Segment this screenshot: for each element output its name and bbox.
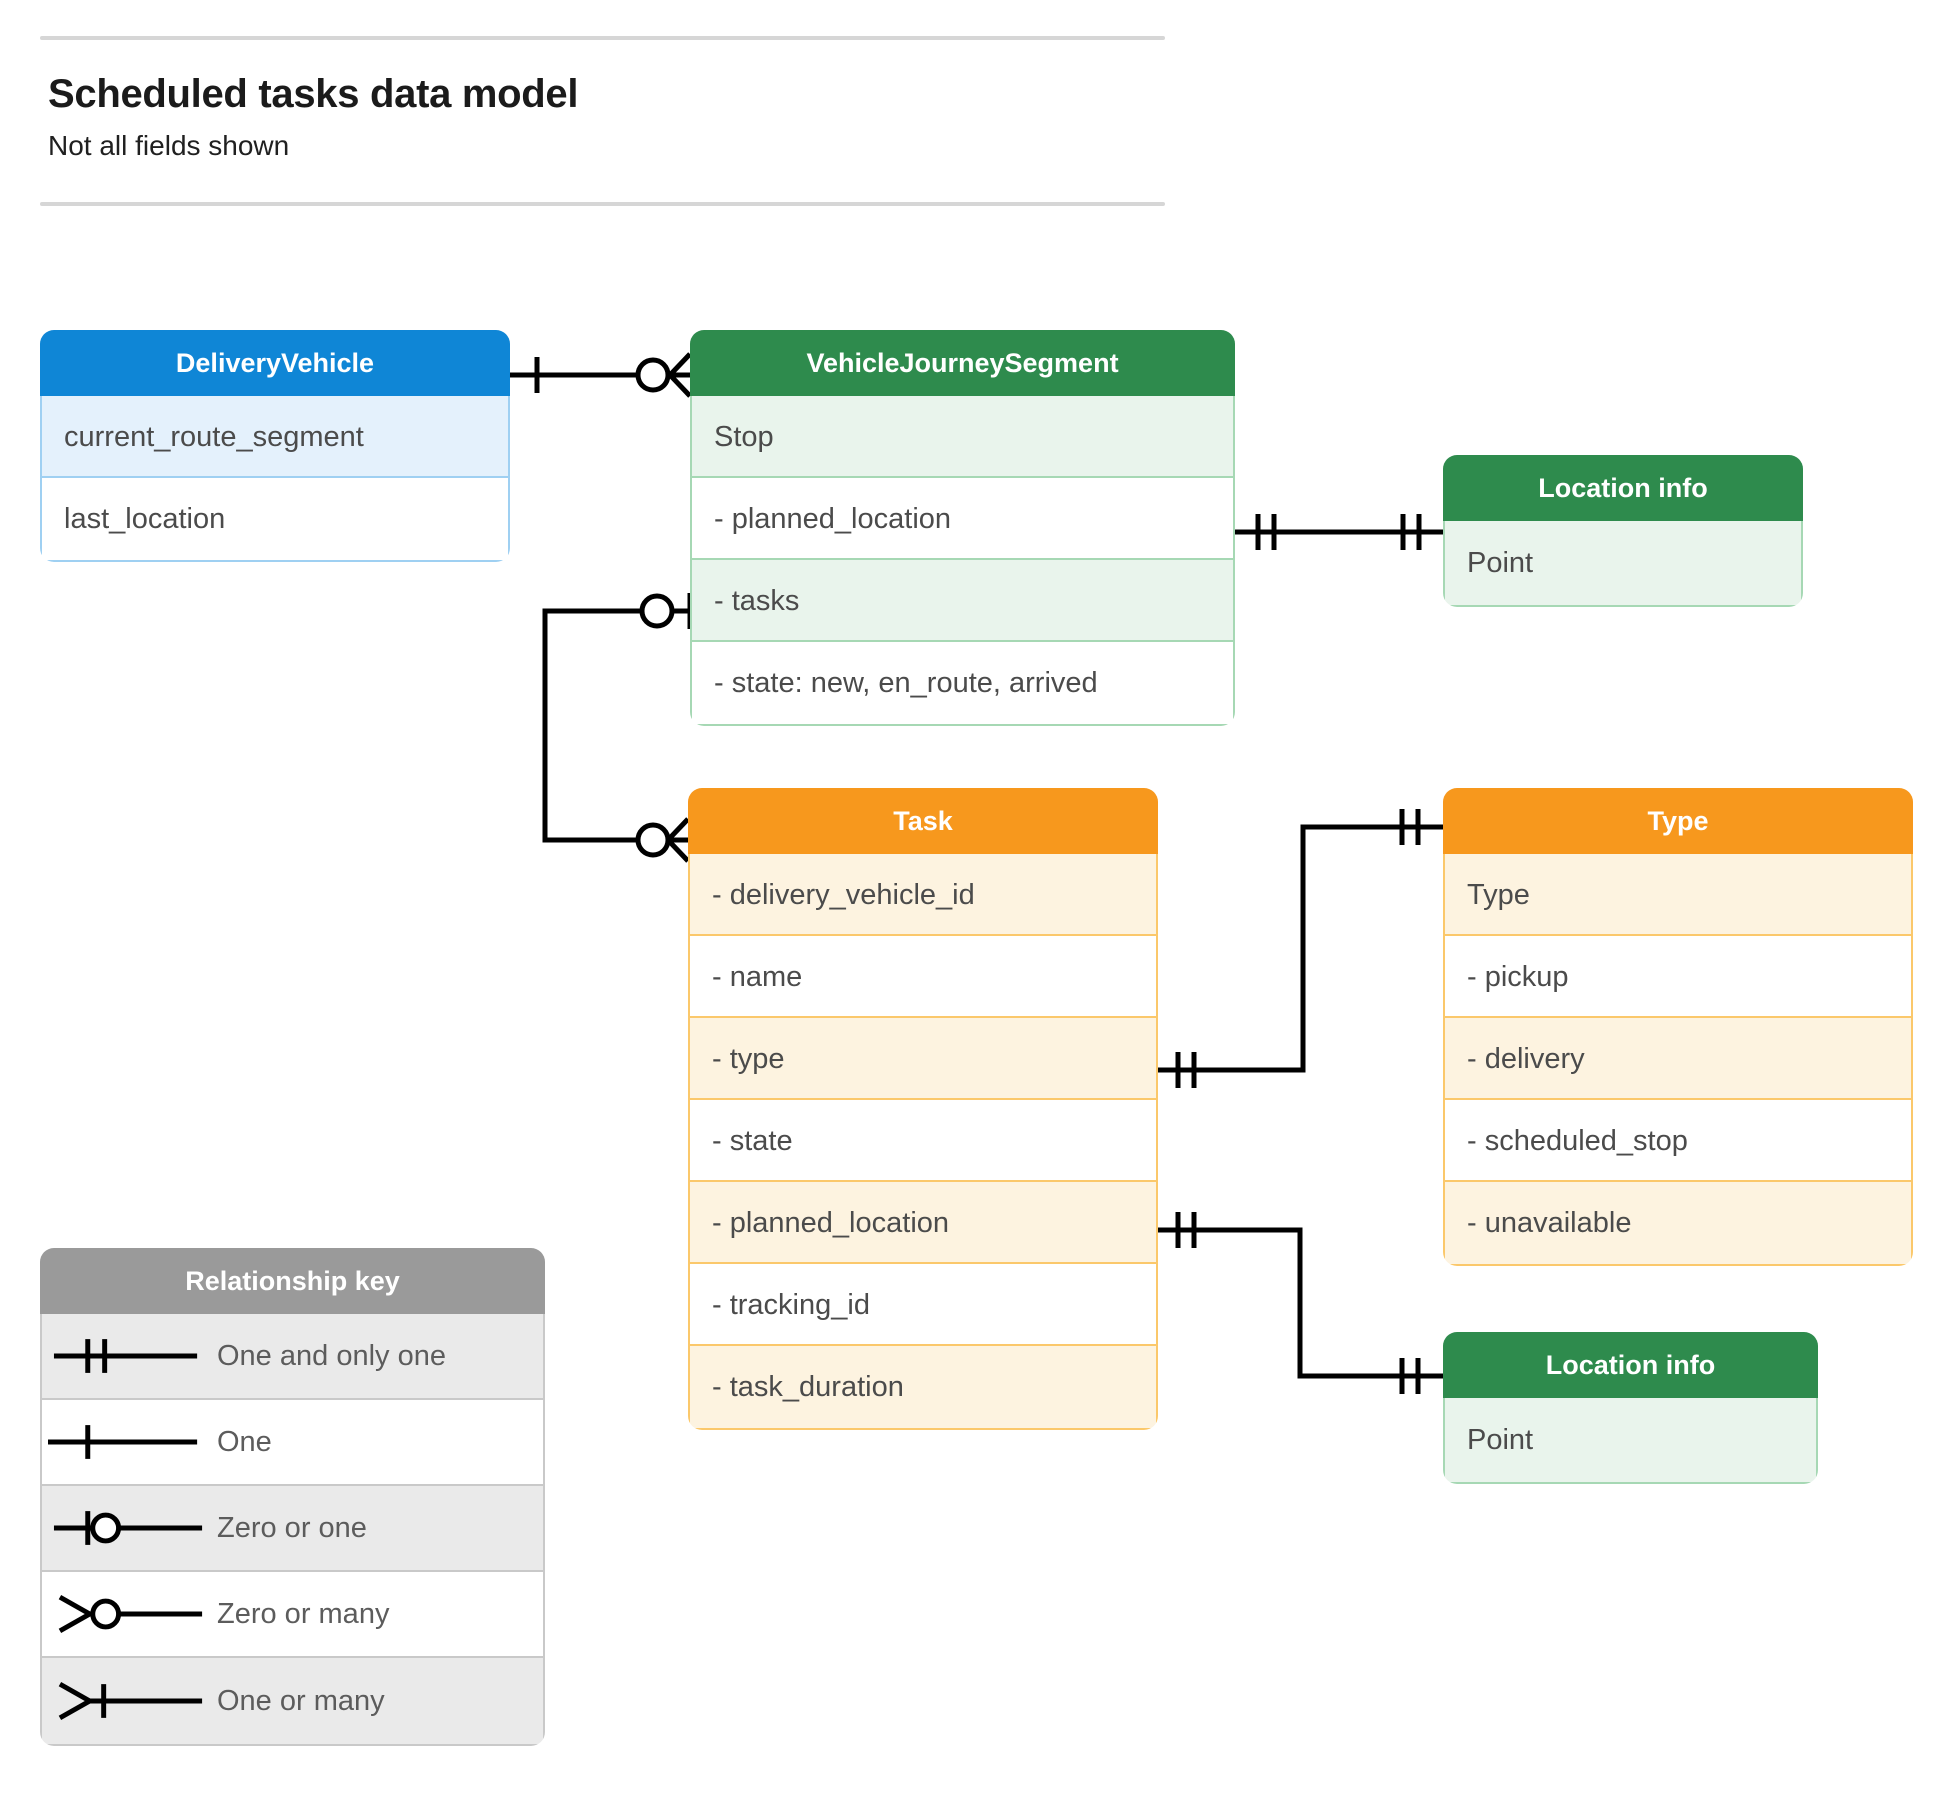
- entity-body-location-info-bottom: Point: [1443, 1398, 1818, 1484]
- field-row: Type: [1445, 854, 1911, 936]
- zero-or-many-icon: [42, 1589, 217, 1639]
- entity-body-location-info-top: Point: [1443, 521, 1803, 607]
- field-row: - pickup: [1445, 936, 1911, 1018]
- entity-type[interactable]: Type Type - pickup - delivery - schedule…: [1443, 788, 1913, 1266]
- entity-title-location-info-top: Location info: [1443, 455, 1803, 521]
- entity-body-vehicle-journey-segment: Stop - planned_location - tasks - state:…: [690, 396, 1235, 726]
- relationship-key-legend[interactable]: Relationship key One and only one: [40, 1248, 545, 1746]
- field-row: Point: [1445, 521, 1801, 605]
- link-vjs-task: [542, 593, 693, 863]
- legend-item-one-and-only-one: One and only one: [42, 1314, 543, 1400]
- field-row: - state: [690, 1100, 1156, 1182]
- field-row: Point: [1445, 1398, 1816, 1482]
- legend-item-label: Zero or one: [217, 1511, 367, 1544]
- field-row: - delivery: [1445, 1018, 1911, 1100]
- entity-body-delivery-vehicle: current_route_segment last_location: [40, 396, 510, 562]
- field-row: - tasks: [692, 560, 1233, 642]
- entity-task[interactable]: Task - delivery_vehicle_id - name - type…: [688, 788, 1158, 1430]
- one-and-only-one-icon: [42, 1331, 217, 1381]
- header-divider-bottom: [40, 202, 1165, 206]
- legend-item-label: One: [217, 1425, 272, 1458]
- page-title: Scheduled tasks data model: [48, 72, 579, 116]
- field-row: last_location: [42, 478, 508, 560]
- field-row: - planned_location: [690, 1182, 1156, 1264]
- page-subtitle: Not all fields shown: [48, 130, 290, 161]
- link-task-type: [1158, 809, 1443, 1088]
- field-row: - scheduled_stop: [1445, 1100, 1911, 1182]
- legend-item-zero-or-many: Zero or many: [42, 1572, 543, 1658]
- entity-location-info-bottom[interactable]: Location info Point: [1443, 1332, 1818, 1484]
- field-row: - tracking_id: [690, 1264, 1156, 1346]
- field-row: current_route_segment: [42, 396, 508, 478]
- entity-title-delivery-vehicle: DeliveryVehicle: [40, 330, 510, 396]
- entity-title-type: Type: [1443, 788, 1913, 854]
- legend-item-one: One: [42, 1400, 543, 1486]
- entity-vehicle-journey-segment[interactable]: VehicleJourneySegment Stop - planned_loc…: [690, 330, 1235, 726]
- legend-title: Relationship key: [40, 1248, 545, 1314]
- field-row: - type: [690, 1018, 1156, 1100]
- field-row: - unavailable: [1445, 1182, 1911, 1264]
- entity-delivery-vehicle[interactable]: DeliveryVehicle current_route_segment la…: [40, 330, 510, 562]
- legend-item-zero-or-one: Zero or one: [42, 1486, 543, 1572]
- field-row: Stop: [692, 396, 1233, 478]
- entity-body-type: Type - pickup - delivery - scheduled_sto…: [1443, 854, 1913, 1266]
- entity-title-vehicle-journey-segment: VehicleJourneySegment: [690, 330, 1235, 396]
- legend-item-label: One or many: [217, 1684, 385, 1717]
- entity-location-info-top[interactable]: Location info Point: [1443, 455, 1803, 607]
- zero-or-one-icon: [42, 1503, 217, 1553]
- one-icon: [42, 1417, 217, 1467]
- field-row: - name: [690, 936, 1156, 1018]
- link-deliveryvehicle-vjs: [510, 352, 692, 398]
- entity-title-task: Task: [688, 788, 1158, 854]
- link-task-locationinfo-bottom: [1158, 1212, 1443, 1394]
- one-or-many-icon: [42, 1676, 217, 1726]
- field-row: - planned_location: [692, 478, 1233, 560]
- field-row: - task_duration: [690, 1346, 1156, 1428]
- header-divider-top: [40, 36, 1165, 40]
- link-vjs-locationinfo-top: [1235, 514, 1443, 550]
- field-row: - delivery_vehicle_id: [690, 854, 1156, 936]
- entity-title-location-info-bottom: Location info: [1443, 1332, 1818, 1398]
- legend-item-label: Zero or many: [217, 1597, 390, 1630]
- field-row: - state: new, en_route, arrived: [692, 642, 1233, 724]
- entity-body-task: - delivery_vehicle_id - name - type - st…: [688, 854, 1158, 1430]
- legend-body: One and only one One: [40, 1314, 545, 1746]
- legend-item-one-or-many: One or many: [42, 1658, 543, 1744]
- legend-item-label: One and only one: [217, 1339, 446, 1372]
